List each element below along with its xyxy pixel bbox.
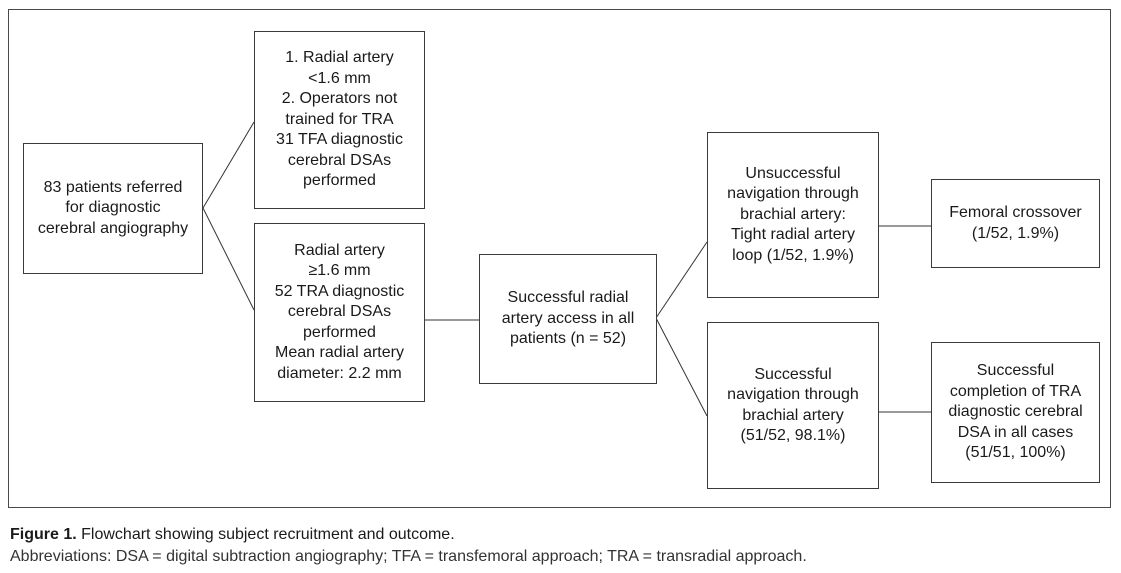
edge-access-successful (655, 317, 708, 417)
node-text-line: Femoral crossover (949, 204, 1082, 221)
node-text-line: cerebral angiography (37, 219, 189, 237)
node-text-line: patients (n = 52) (509, 330, 627, 348)
node-text-line: Unsuccessful (745, 164, 841, 182)
node-tra: Radial artery ≥1.6 mm 52 TRA diagnostic cer… (254, 223, 425, 402)
node-text-line: 1. Radial artery (285, 49, 394, 67)
node-completion-text: Successful completion of TRA diagnostic ce… (948, 361, 1082, 464)
node-text-line: Successful (976, 362, 1055, 380)
node-referred: 83 patients referred for diagnostic cerebr… (23, 143, 203, 274)
node-text-line: 2. Operators not (281, 90, 398, 108)
node-text-line: trained for TRA (285, 110, 394, 128)
node-text-line: loop (1/52, 1.9%) (732, 246, 854, 264)
node-text-line: Mean radial artery (275, 344, 404, 362)
node-successful-completion: Successful completion of TRA diagnostic ce… (931, 342, 1100, 483)
node-text-line: Successful radial (507, 289, 629, 307)
node-text-line: 31 TFA diagnostic (276, 131, 403, 149)
node-text-line: 83 patients referred (43, 178, 183, 196)
node-text-line: brachial artery: (740, 205, 846, 223)
node-tfa: 1. Radial artery <1.6 mm 2. Operators not t… (254, 31, 425, 209)
abbreviations-note: Abbreviations: DSA = digital subtraction… (10, 548, 807, 565)
figure-caption: Figure 1. Flowchart showing subject recr… (10, 524, 455, 546)
node-text-line: navigation through (727, 386, 859, 403)
node-unsuccessful-navigation: Unsuccessful navigation through brachial a… (707, 132, 879, 298)
node-text-line: diameter: 2.2 mm (277, 364, 402, 382)
node-text-line: performed (303, 323, 376, 341)
node-text-line: (51/52, 98.1%) (740, 427, 846, 444)
node-text-line: brachial artery (742, 406, 844, 424)
node-text-line: (1/52, 1.9%) (971, 224, 1060, 242)
node-text-line: cerebral DSAs (287, 303, 392, 321)
node-successful-navigation: Successful navigation through brachial art… (707, 322, 879, 489)
node-successful-nav-text: Successful navigation through brachial art… (727, 365, 859, 447)
flowchart-frame (8, 9, 1111, 508)
edge-access-unsuccessful (655, 241, 708, 319)
node-text-line: (51/51, 100%) (965, 444, 1066, 462)
node-text-line: performed (303, 172, 376, 190)
node-text-line: DSA in all cases (957, 423, 1074, 441)
node-text-line: navigation through (727, 185, 859, 203)
node-text-line: completion of TRA (949, 382, 1082, 400)
node-text-line: diagnostic cerebral (948, 403, 1083, 421)
edge-referred-tfa (202, 121, 255, 209)
node-text-line: cerebral DSAs (287, 151, 392, 169)
node-tfa-text: 1. Radial artery <1.6 mm 2. Operators not t… (276, 48, 403, 192)
node-tra-text: Radial artery ≥1.6 mm 52 TRA diagnostic cer… (275, 241, 405, 385)
edge-referred-tra (202, 207, 255, 311)
node-text-line: for diagnostic (65, 199, 161, 217)
node-femoral-crossover: Femoral crossover (1/52, 1.9%) (931, 179, 1100, 268)
figure-caption-text: Flowchart showing subject recruitment an… (76, 526, 455, 543)
node-unsuccessful-text: Unsuccessful navigation through brachial a… (727, 164, 859, 267)
node-crossover-text: Femoral crossover (1/52, 1.9%) (949, 203, 1081, 244)
node-text-line: Tight radial artery (731, 226, 855, 244)
node-text-line: <1.6 mm (308, 69, 371, 87)
node-text-line: Radial artery (294, 241, 385, 259)
node-access-text: Successful radial artery access in all pat… (502, 288, 635, 350)
node-referred-text: 83 patients referred for diagnostic cerebr… (38, 178, 188, 240)
node-text-line: Successful (754, 365, 832, 383)
figure-caption-label: Figure 1. (10, 526, 77, 543)
node-text-line: 52 TRA diagnostic (274, 282, 405, 300)
node-text-line: ≥1.6 mm (308, 262, 371, 280)
node-access: Successful radial artery access in all pat… (479, 254, 657, 384)
node-text-line: artery access in all (501, 309, 635, 327)
